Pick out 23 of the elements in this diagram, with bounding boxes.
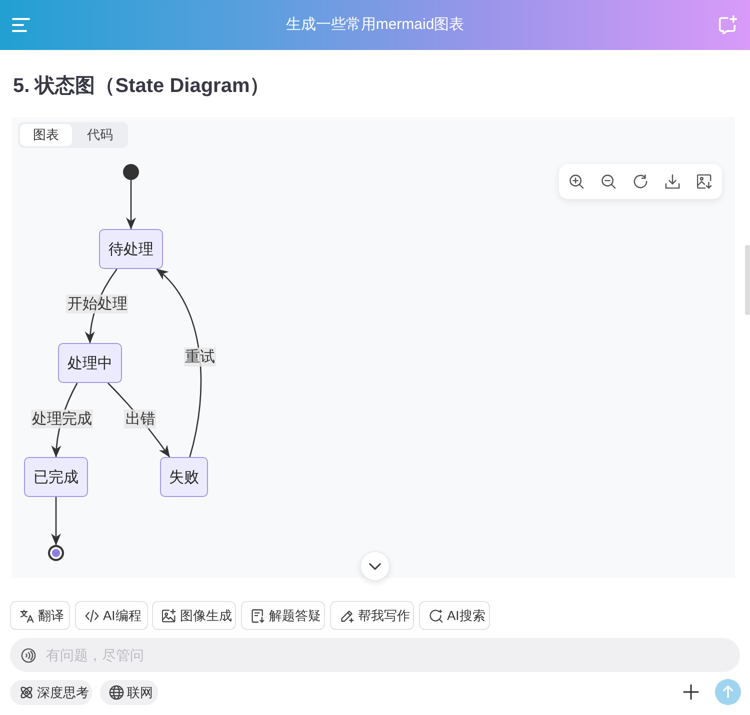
state-box: 处理中 — [58, 343, 122, 383]
transition-arrow — [51, 497, 61, 546]
edge-label: 开始处理 — [66, 294, 128, 314]
transition-arrow — [156, 268, 202, 458]
state-box: 待处理 — [99, 229, 163, 269]
image-generation-button: 图像生成 — [152, 601, 236, 630]
edge-label: 处理完成 — [30, 409, 93, 428]
ai-coding-button: AI编程 — [75, 601, 148, 630]
section-heading: 5. 状态图（State Diagram） — [13, 74, 270, 99]
writing-button: 帮我写作 — [330, 601, 414, 630]
translate-button: 翻译 — [10, 601, 70, 630]
ai-search-button: AI搜索 — [419, 601, 490, 630]
edge-label: 出错 — [124, 409, 156, 428]
transition-arrow — [126, 180, 136, 230]
edge-label: 重试 — [184, 348, 216, 367]
deep-thinking-toggle: 深度思考 — [10, 680, 92, 705]
page-title: 生成一些常用mermaid图表 — [286, 15, 464, 35]
code-tab: 代码 — [74, 124, 126, 146]
state-box: 失败 — [160, 457, 208, 497]
problem-solving-button: 解题答疑 — [241, 601, 325, 630]
web-search-toggle: 联网 — [100, 680, 158, 705]
chart-tab: 图表 — [20, 124, 72, 146]
state-box: 已完成 — [24, 457, 88, 497]
